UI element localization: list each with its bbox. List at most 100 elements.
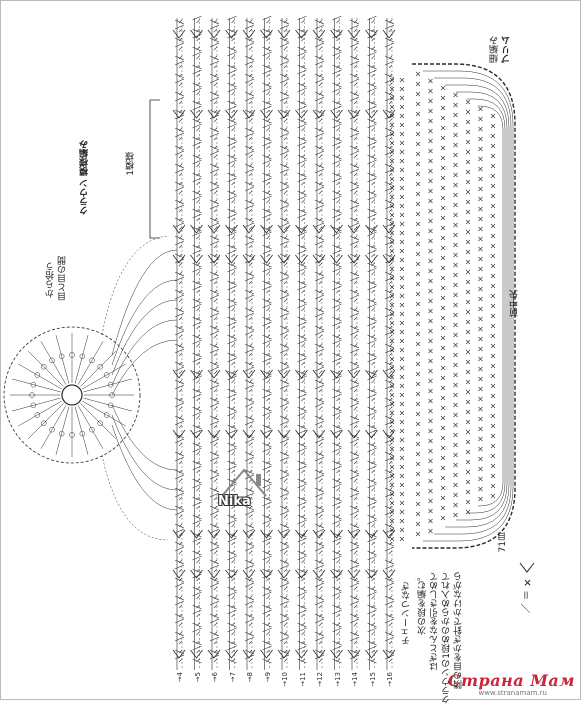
stitch-mark <box>174 469 185 475</box>
shell-cluster <box>225 29 238 39</box>
stitch-mark <box>244 631 255 637</box>
brim-x-stitch <box>415 241 421 247</box>
brim-x-stitch <box>478 166 483 172</box>
stitch-mark <box>209 114 220 123</box>
shell-cluster <box>242 369 256 379</box>
stitch-mark <box>174 19 185 25</box>
brim-x-stitch <box>415 531 421 537</box>
stitch-mark <box>349 582 360 591</box>
stitch-mark <box>279 402 290 411</box>
stitch-mark <box>244 24 255 33</box>
stitch-mark <box>297 177 307 186</box>
spoke <box>77 341 104 385</box>
shell-cluster <box>330 254 343 264</box>
stitch-mark <box>227 15 237 24</box>
shell-cluster <box>242 224 256 234</box>
brim-x-stitch <box>478 156 483 162</box>
stitch-mark <box>279 42 290 51</box>
cluster-mark <box>103 372 110 378</box>
stitch-mark <box>367 28 377 34</box>
brim-x-stitch <box>428 418 433 424</box>
shell-cluster <box>347 254 361 264</box>
stitch-mark <box>349 397 360 403</box>
stitch-mark <box>209 600 220 609</box>
brim-row <box>423 70 514 542</box>
stitch-mark <box>192 249 202 258</box>
brim-x-stitch <box>428 438 433 444</box>
brim-x-stitch <box>415 411 421 417</box>
stitch-mark <box>349 150 360 159</box>
stitch-mark <box>174 541 185 547</box>
brim-x-stitch <box>453 112 458 118</box>
brim-x-stitch <box>440 235 446 241</box>
stitch-mark <box>192 105 202 114</box>
shell-cluster <box>382 429 396 439</box>
stitch-mark <box>384 510 395 519</box>
stitch-mark <box>349 307 360 313</box>
stitch-mark <box>192 267 202 276</box>
stitch-mark <box>174 145 185 151</box>
stitch-mark <box>384 469 395 475</box>
stitch-mark <box>279 361 290 367</box>
stitch-mark <box>279 289 290 295</box>
stitch-mark <box>314 577 325 583</box>
stitch-mark <box>192 447 202 456</box>
stitch-mark <box>227 226 237 232</box>
stitch-mark <box>227 123 237 132</box>
stitch-mark <box>209 546 220 555</box>
stitch-mark <box>332 357 342 366</box>
brim-x-stitch <box>453 92 458 98</box>
stitch-mark <box>227 388 237 394</box>
stitch-mark <box>244 613 255 619</box>
pattern-bracket <box>149 99 160 239</box>
brim-x-stitch <box>415 271 421 277</box>
stitch-mark <box>174 55 185 61</box>
stitch-mark <box>349 42 360 51</box>
stitch-mark <box>244 541 255 547</box>
stitch-mark <box>279 235 290 241</box>
brim-x-stitch <box>440 95 446 101</box>
stitch-mark <box>279 577 290 583</box>
brim-x-stitch <box>389 446 395 452</box>
brim-x-stitch <box>389 239 395 245</box>
stitch-mark <box>262 604 272 610</box>
stitch-mark <box>262 51 272 60</box>
stitch-mark <box>262 154 272 160</box>
stitch-mark <box>367 501 377 510</box>
stitch-mark <box>227 100 237 106</box>
stitch-mark <box>227 339 237 348</box>
brim-x-stitch <box>440 325 446 331</box>
stitch-mark <box>297 136 307 142</box>
brim-x-stitch <box>465 319 471 325</box>
stitch-mark <box>174 420 185 429</box>
stitch-mark <box>174 42 185 51</box>
stitch-mark <box>367 195 377 204</box>
stitch-mark <box>297 244 307 250</box>
stitch-mark <box>349 654 360 663</box>
stitch-mark <box>349 577 360 583</box>
shell-cluster <box>260 569 273 579</box>
stitch-mark <box>174 150 185 159</box>
stitch-mark <box>227 321 237 330</box>
stitch-mark <box>297 447 307 456</box>
stitch-mark <box>297 352 307 358</box>
stitch-mark <box>384 168 395 177</box>
brim-x-stitch <box>453 262 458 268</box>
stitch-mark <box>209 366 220 375</box>
brim-x-stitch <box>440 145 446 151</box>
stitch-mark <box>349 312 360 321</box>
stitch-mark <box>332 267 342 276</box>
stitch-mark <box>332 609 342 618</box>
stitch-mark <box>314 240 325 249</box>
stitch-mark <box>297 316 307 322</box>
stitch-mark <box>314 523 325 529</box>
connector-lines <box>101 235 178 541</box>
brim-x-stitch <box>453 432 458 438</box>
brim-x-stitch <box>389 338 395 344</box>
shell-cluster <box>347 429 361 439</box>
stitch-mark <box>174 384 185 393</box>
center-front-label: 前中央 <box>510 290 520 317</box>
stitch-mark <box>279 438 290 447</box>
brim-x-stitch <box>399 410 405 416</box>
brim-x-stitch <box>415 401 421 407</box>
